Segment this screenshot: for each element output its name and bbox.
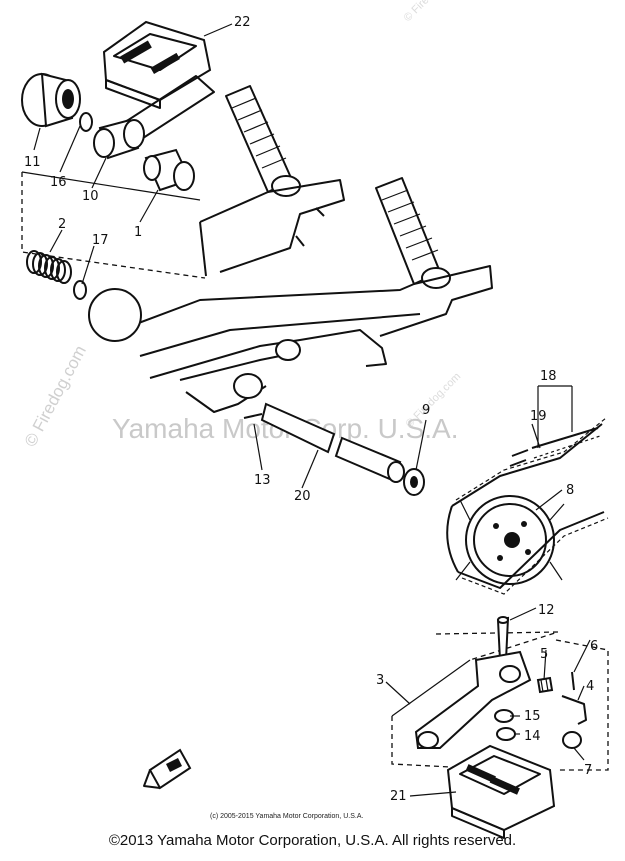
clip-part-17 [73, 280, 87, 300]
bolt-part-5 [536, 676, 554, 694]
chain-master-link-19 [509, 427, 601, 467]
pedal-bottom [446, 744, 556, 839]
washer-part-14 [496, 727, 516, 741]
label-21: 21 [390, 789, 407, 804]
label-10: 10 [82, 189, 99, 204]
clip-part-4 [561, 695, 587, 725]
label-16: 16 [50, 175, 67, 190]
washer-part-9 [403, 468, 425, 496]
chain [446, 417, 609, 595]
label-12: 12 [538, 603, 555, 618]
label-18: 18 [540, 369, 557, 384]
shock-absorber-right [375, 177, 451, 289]
pin-part-13 [243, 413, 263, 419]
watermark-corner: © Firedog.com [402, 0, 462, 24]
label-3: 3 [376, 673, 384, 688]
label-13: 13 [254, 473, 271, 488]
label-4: 4 [586, 679, 594, 694]
clip-part-16 [79, 112, 93, 132]
label-9: 9 [422, 403, 430, 418]
label-15: 15 [524, 709, 541, 724]
bushing-part-1 [143, 148, 195, 192]
label-2: 2 [58, 217, 66, 232]
group-bracket-bottom-line [391, 659, 471, 717]
spring-part-2 [26, 250, 72, 284]
label-17: 17 [92, 233, 109, 248]
label-5: 5 [540, 647, 548, 662]
shock-absorber-left [225, 85, 301, 197]
main-frame [88, 179, 493, 413]
bracket-part-18 [537, 385, 573, 448]
shaft-part-20 [260, 402, 405, 483]
pin-part-12 [496, 616, 510, 661]
label-20: 20 [294, 489, 311, 504]
front-arrow-icon [143, 748, 192, 790]
label-6: 6 [590, 639, 598, 654]
label-7: 7 [584, 763, 592, 778]
pedal-top [102, 20, 212, 109]
label-1: 1 [134, 225, 142, 240]
pedal-arm-part-3 [414, 650, 532, 749]
label-19: 19 [530, 409, 547, 424]
leader-lines [33, 23, 591, 797]
small-copyright: (c) 2005-2015 Yamaha Motor Corporation, … [210, 813, 363, 820]
roller-part-7 [562, 731, 582, 749]
boss-part-10 [93, 118, 145, 160]
footer-copyright: ©2013 Yamaha Motor Corporation, U.S.A. A… [108, 832, 517, 849]
label-14: 14 [524, 729, 541, 744]
label-11: 11 [24, 155, 41, 170]
pin-part-6 [571, 671, 575, 691]
cap-part-11 [21, 72, 81, 128]
label-8: 8 [566, 483, 574, 498]
watermark-side: © Firedog.com [21, 342, 90, 450]
sprocket-part-8 [455, 495, 565, 585]
label-22: 22 [234, 15, 251, 30]
group-bracket-top [21, 171, 201, 201]
